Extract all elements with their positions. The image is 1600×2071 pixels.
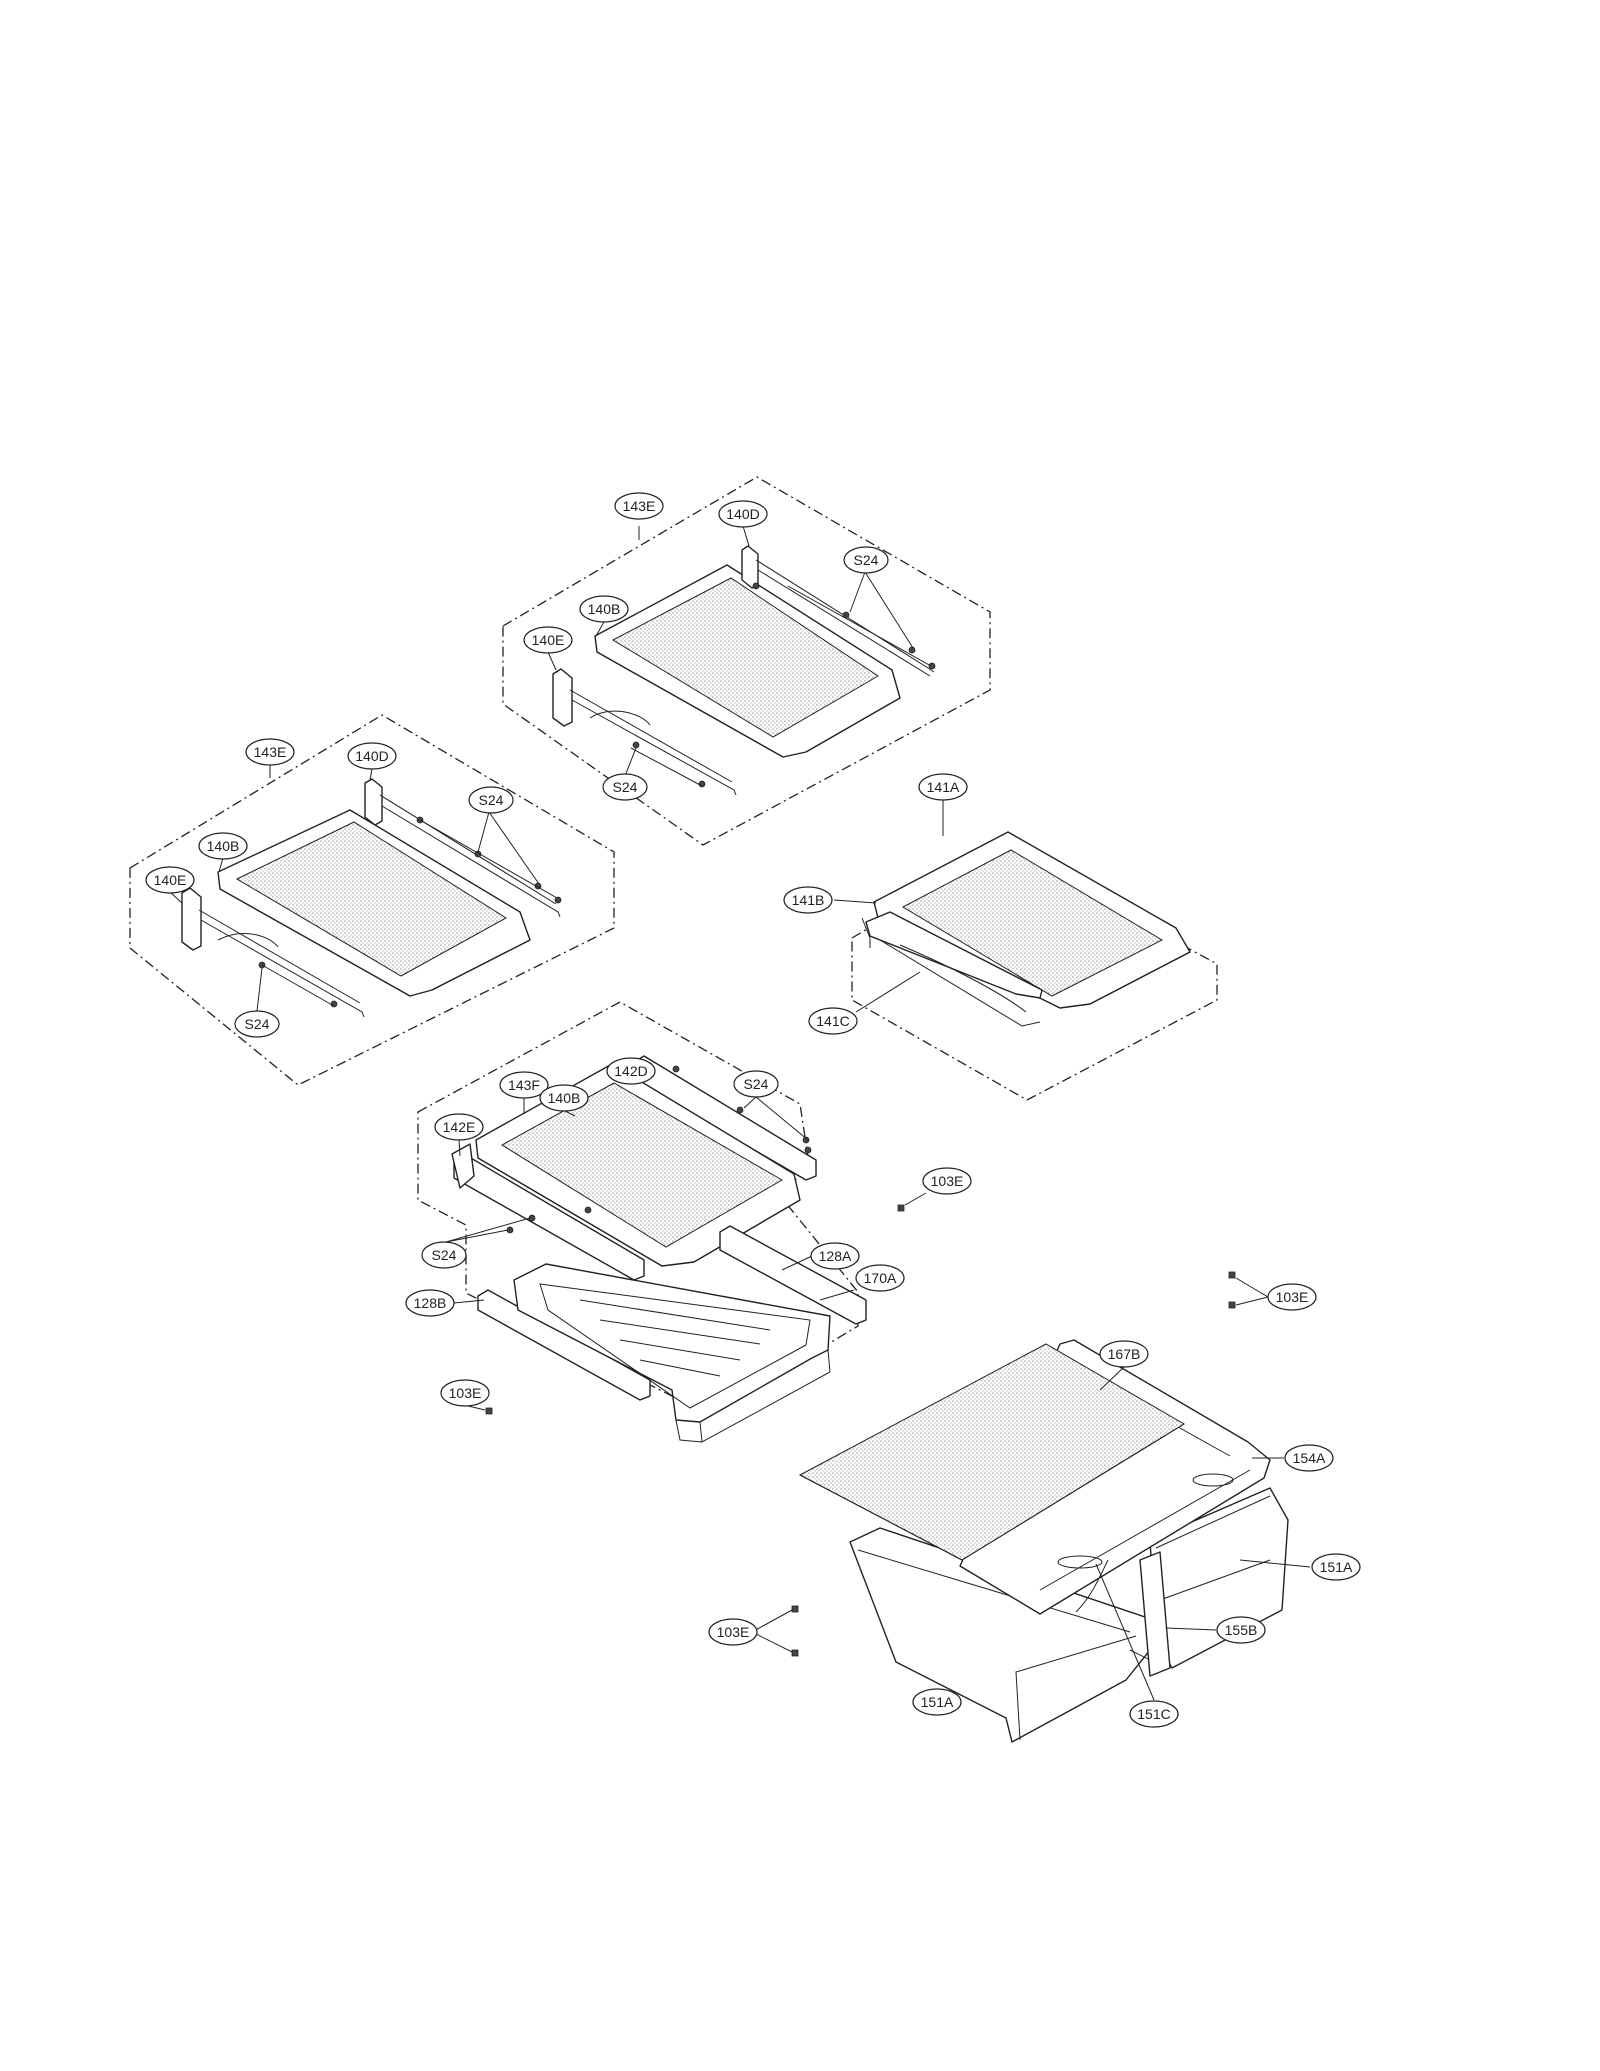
shelf-bracket-141C — [865, 911, 1043, 999]
callout-142E: 142E — [434, 1113, 484, 1141]
callout-S24-middle-left-right: S24 — [468, 786, 514, 814]
rail-bracket-140D-middle-left — [364, 778, 383, 826]
callout-140D-top: 140D — [718, 500, 768, 528]
label-128B: 128B — [414, 1295, 447, 1311]
shelf-glass-top — [611, 577, 879, 738]
shelf-glass-right — [901, 849, 1164, 997]
callout-128B: 128B — [405, 1289, 455, 1317]
rail-bracket-140E-middle-left — [181, 887, 202, 951]
shelf-assembly-right: 141A 141B 141C — [783, 773, 1218, 1101]
callout-151C: 151C — [1129, 1700, 1179, 1728]
label-103E: 103E — [449, 1385, 482, 1401]
label-143F: 143F — [508, 1077, 540, 1093]
callout-140B-top: 140B — [579, 595, 629, 623]
label-128A: 128A — [819, 1248, 852, 1264]
callout-103E-bins: 103E — [708, 1618, 758, 1646]
label-141C: 141C — [816, 1013, 849, 1029]
callout-S24-middle-left-left: S24 — [234, 1010, 280, 1038]
callout-142D: 142D — [606, 1057, 656, 1085]
callout-151A-left: 151A — [912, 1688, 962, 1716]
callout-S24-drawer-shelf-left: S24 — [421, 1241, 467, 1269]
label-140B: 140B — [207, 838, 240, 854]
label-140E: 140E — [532, 632, 565, 648]
label-167B: 167B — [1108, 1346, 1141, 1362]
callout-140B-drawer-shelf: 140B — [539, 1084, 589, 1112]
label-S24: S24 — [245, 1016, 270, 1032]
callout-155B: 155B — [1216, 1616, 1266, 1644]
assembly-boundary-top — [502, 476, 991, 846]
loose-screws: 103E 103E — [897, 1167, 1317, 1311]
callout-143E-middle-left: 143E — [245, 738, 295, 766]
callout-103E-drawer: 103E — [440, 1379, 490, 1407]
drawer-rail-128A — [719, 1225, 867, 1325]
rail-bracket-140E-top — [552, 668, 573, 727]
assembly-boundary-middle-left — [129, 714, 615, 1086]
callout-140E-top: 140E — [523, 626, 573, 654]
callout-S24-top-right: S24 — [843, 546, 889, 574]
callout-S24-drawer-shelf-right: S24 — [733, 1070, 779, 1098]
label-143E: 143E — [254, 744, 287, 760]
label-140B: 140B — [548, 1090, 581, 1106]
drawer-rail-128B — [477, 1289, 651, 1401]
callout-128A: 128A — [810, 1242, 860, 1270]
label-103E: 103E — [1276, 1289, 1309, 1305]
divider-155B — [1139, 1551, 1171, 1677]
callout-140D-middle-left: 140D — [347, 742, 397, 770]
callout-170A: 170A — [855, 1264, 905, 1292]
callout-103E-right: 103E — [1267, 1283, 1317, 1311]
label-143E: 143E — [623, 498, 656, 514]
rail-bracket-140D-top — [741, 545, 759, 589]
label-154A: 154A — [1293, 1450, 1326, 1466]
callout-141B: 141B — [783, 886, 833, 914]
crisper-drawer — [513, 1263, 831, 1423]
label-140D: 140D — [355, 748, 388, 764]
callout-154A: 154A — [1284, 1444, 1334, 1472]
callout-140B-middle-left: 140B — [198, 832, 248, 860]
callout-140E-middle-left: 140E — [145, 866, 195, 894]
label-151C: 151C — [1137, 1706, 1170, 1722]
label-S24: S24 — [432, 1247, 457, 1263]
callout-141C: 141C — [808, 1007, 858, 1035]
label-140E: 140E — [154, 872, 187, 888]
callout-143F: 143F — [499, 1071, 549, 1099]
callout-141A: 141A — [918, 773, 968, 801]
label-151A: 151A — [921, 1694, 954, 1710]
label-170A: 170A — [864, 1270, 897, 1286]
label-141A: 141A — [927, 779, 960, 795]
callout-S24-top-left: S24 — [602, 773, 648, 801]
label-140B: 140B — [588, 601, 621, 617]
label-103E: 103E — [931, 1173, 964, 1189]
label-155B: 155B — [1225, 1622, 1258, 1638]
label-142D: 142D — [614, 1063, 647, 1079]
crisper-bins-assembly: 167B 154A 151A 155B 151C 151A 103E — [708, 1339, 1361, 1743]
label-S24: S24 — [854, 552, 879, 568]
label-141B: 141B — [792, 892, 825, 908]
shelf-drawer-assembly: 143F 142D 140B S24 142E S24 128A 170A — [405, 1001, 905, 1443]
shelf-glass-middle-left — [235, 821, 507, 977]
label-S24: S24 — [613, 779, 638, 795]
label-S24: S24 — [479, 792, 504, 808]
label-142E: 142E — [443, 1119, 476, 1135]
callout-167B: 167B — [1099, 1340, 1149, 1368]
callout-103E-top: 103E — [922, 1167, 972, 1195]
label-140D: 140D — [726, 506, 759, 522]
shelf-assembly-top: 143E 140D S24 140B 140E S24 — [502, 476, 991, 846]
label-103E: 103E — [717, 1624, 750, 1640]
label-151A: 151A — [1320, 1559, 1353, 1575]
callout-143E-top: 143E — [614, 492, 664, 520]
label-S24: S24 — [744, 1076, 769, 1092]
callout-151A-right: 151A — [1311, 1553, 1361, 1581]
shelf-assembly-middle-left: 143E 140D S24 140B 140E S24 — [129, 714, 615, 1086]
